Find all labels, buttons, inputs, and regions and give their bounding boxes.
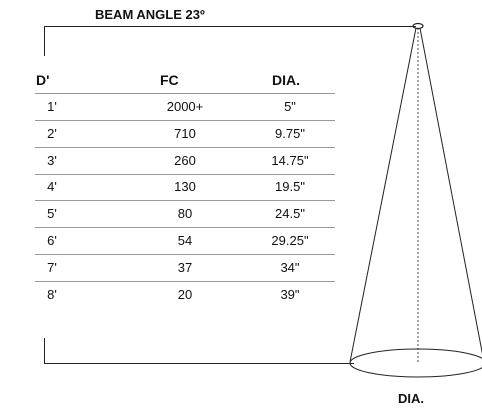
row-rule [35,200,335,202]
header-fc: FC [160,72,179,88]
cell-distance: 6' [47,233,57,248]
cell-distance: 2' [47,125,57,141]
cell-dia: 14.75" [271,152,309,168]
row-rule [35,254,335,255]
bottom-tick [44,338,45,364]
row-rule [35,227,335,229]
cell-fc: 710 [174,125,196,141]
cell-fc: 37 [177,259,193,275]
cell-fc: 80 [177,206,193,222]
cell-distance: 5' [47,206,57,222]
cell-distance: 3' [47,152,57,168]
cell-fc: 20 [177,286,193,302]
cell-distance: 4' [47,179,57,195]
row-rule [35,120,335,121]
beam-footprint-ellipse [349,348,482,378]
diameter-label: DIA. [398,391,424,406]
header-rule [35,93,335,94]
cell-fc: 260 [174,152,196,168]
cell-dia: 24.5" [275,206,305,222]
header-distance: D' [36,72,50,88]
row-rule [35,146,335,148]
cell-distance: 7' [47,259,57,275]
cell-dia: 34" [280,259,300,275]
cell-distance: 8' [47,286,57,302]
beam-angle-title: BEAM ANGLE 23º [95,7,205,22]
cell-dia: 19.5" [275,179,305,195]
cell-dia: 5" [284,99,296,114]
cell-fc: 54 [177,233,193,248]
cell-dia: 9.75" [275,125,305,141]
row-rule [35,280,335,282]
cell-distance: 1' [47,99,57,114]
header-dia: DIA. [272,72,300,88]
cone-left-edge [349,27,417,363]
cone-right-edge [419,27,482,355]
top-line [44,26,416,27]
top-tick [44,26,45,56]
cell-fc: 130 [174,179,196,195]
bottom-line [44,363,354,364]
cell-dia: 29.25" [271,233,309,248]
row-rule [35,173,335,175]
cell-dia: 39" [280,286,300,302]
lamp-apex [412,22,424,30]
cell-fc: 2000+ [166,99,204,114]
